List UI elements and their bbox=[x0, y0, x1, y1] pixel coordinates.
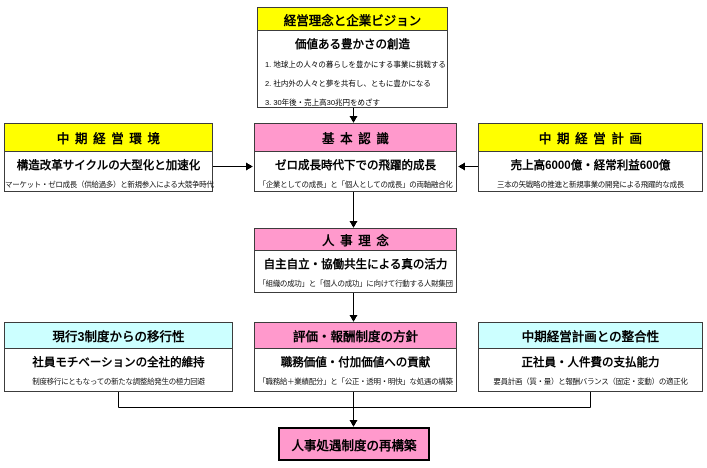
box-current-system-migration-sub: 制度移行にともなっての新たな調整給発生の極力回避 bbox=[32, 377, 205, 386]
box-plan-consistency-title: 中期経営計画との整合性 bbox=[479, 323, 702, 349]
box-hr-philosophy-sub: 「組織の成功」と「個人の成功」に向けて行動する人財集団 bbox=[258, 279, 453, 288]
box-evaluation-compensation-policy-sub: 「職務給＋業績配分」と「公正・透明・明快」な処遇の構築 bbox=[258, 377, 453, 386]
box-midterm-plan-title: 中期経営計画 bbox=[479, 124, 702, 152]
box-midterm-environment-title: 中期経営環境 bbox=[5, 124, 212, 152]
box-management-vision-items: 1. 地球上の人々の暮らしを豊かにする事業に挑戦する 2. 社内外の人々と夢を共… bbox=[258, 52, 447, 108]
box-midterm-environment-main: 構造改革サイクルの大型化と加速化 bbox=[16, 160, 201, 172]
box-management-vision-title: 経営理念と企業ビジョン bbox=[258, 8, 447, 31]
box-hr-philosophy: 人事理念 自主自立・協働共生による真の活力 「組織の成功」と「個人の成功」に向け… bbox=[254, 228, 457, 293]
box-evaluation-compensation-policy-title: 評価・報酬制度の方針 bbox=[255, 323, 456, 349]
box-basic-recognition: 基本認識 ゼロ成長時代下での飛躍的成長 「企業としての成長」と「個人としての成長… bbox=[254, 123, 457, 192]
box-midterm-environment: 中期経営環境 構造改革サイクルの大型化と加速化 マーケット・ゼロ成長（供給過多）… bbox=[4, 123, 214, 192]
box-evaluation-compensation-policy-main: 職務価値・付加価値への貢献 bbox=[280, 357, 431, 369]
box-midterm-plan-main: 売上高6000億・経常利益600億 bbox=[510, 160, 671, 172]
box-basic-recognition-sub: 「企業としての成長」と「個人としての成長」の両軸融合化 bbox=[258, 180, 453, 189]
box-current-system-migration-title: 現行3制度からの移行性 bbox=[5, 323, 232, 349]
box-basic-recognition-title: 基本認識 bbox=[255, 124, 456, 152]
box-goal-rebuild-hr-system: 人事処遇制度の再構築 bbox=[278, 427, 430, 461]
box-midterm-plan: 中期経営計画 売上高6000億・経常利益600億 三本の矢戦略の推進と新規事業の… bbox=[478, 123, 703, 192]
box-current-system-migration: 現行3制度からの移行性 社員モチベーションの全社的維持 制度移行にともなっての新… bbox=[4, 322, 233, 392]
box-plan-consistency: 中期経営計画との整合性 正社員・人件費の支払能力 要員計画（質・量）と報酬バラン… bbox=[478, 322, 703, 392]
vision-item-3: 3. 30年後・売上高30兆円をめざす bbox=[265, 98, 381, 107]
box-management-vision: 経営理念と企業ビジョン 価値ある豊かさの創造 1. 地球上の人々の暮らしを豊かに… bbox=[257, 7, 448, 108]
box-current-system-migration-main: 社員モチベーションの全社的維持 bbox=[32, 357, 205, 369]
box-midterm-environment-sub: マーケット・ゼロ成長（供給過多）と新規参入による大競争時代 bbox=[5, 180, 214, 189]
box-basic-recognition-main: ゼロ成長時代下での飛躍的成長 bbox=[275, 160, 436, 172]
vision-item-2: 2. 社内外の人々と夢を共有し、ともに豊かになる bbox=[265, 79, 431, 88]
box-plan-consistency-sub: 要員計画（質・量）と報酬バランス（固定・変動）の適正化 bbox=[493, 377, 688, 386]
box-plan-consistency-main: 正社員・人件費の支払能力 bbox=[521, 357, 660, 369]
box-management-vision-main: 価値ある豊かさの創造 bbox=[295, 39, 410, 51]
box-evaluation-compensation-policy: 評価・報酬制度の方針 職務価値・付加価値への貢献 「職務給＋業績配分」と「公正・… bbox=[254, 322, 457, 392]
box-hr-philosophy-title: 人事理念 bbox=[255, 229, 456, 251]
box-midterm-plan-sub: 三本の矢戦略の推進と新規事業の開発による飛躍的な成長 bbox=[497, 180, 684, 189]
box-hr-philosophy-main: 自主自立・協働共生による真の活力 bbox=[263, 259, 448, 271]
vision-item-1: 1. 地球上の人々の暮らしを豊かにする事業に挑戦する bbox=[265, 60, 446, 69]
